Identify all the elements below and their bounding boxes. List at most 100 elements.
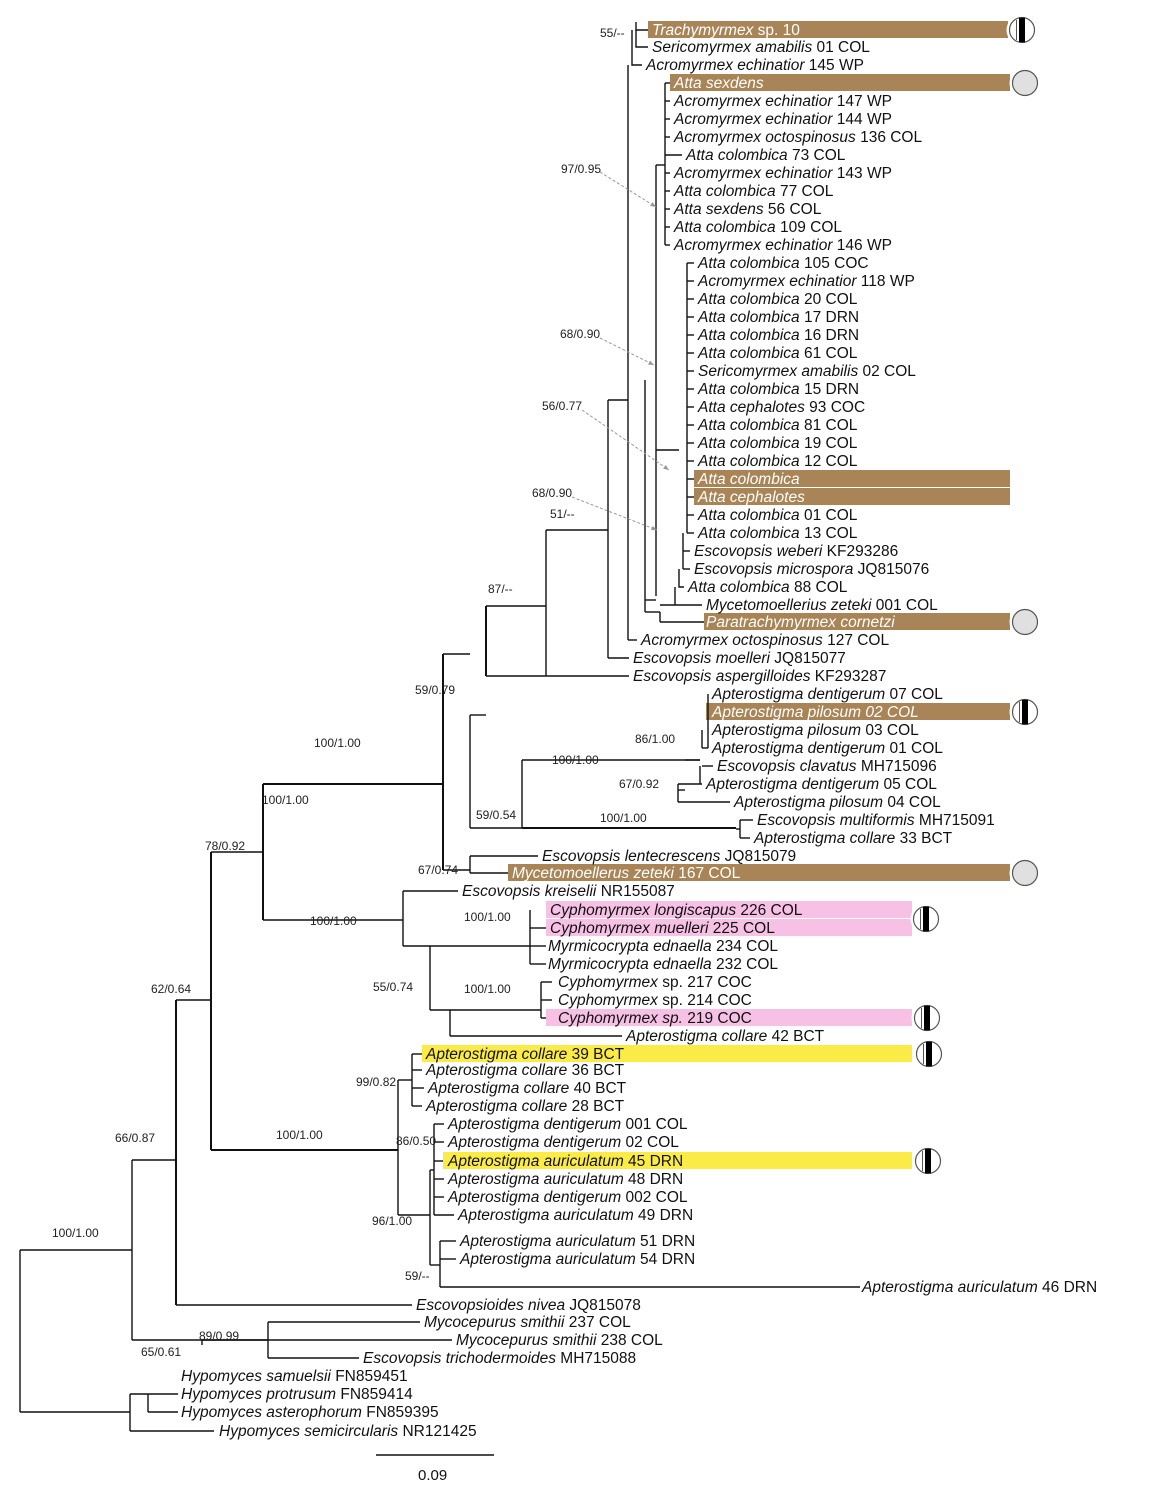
- support-value: 59/--: [405, 1269, 430, 1283]
- taxon-strain-code: 40 BCT: [569, 1080, 626, 1097]
- taxon-strain-code: 42 BCT: [767, 1028, 824, 1045]
- taxon-strain-code: 39 BCT: [567, 1046, 624, 1063]
- taxon-label: Apterostigma collare 42 BCT: [625, 1028, 825, 1045]
- taxon-genus-species: Apterostigma auriculatum: [447, 1153, 624, 1170]
- taxon-label: Escovopsis multiformis MH715091: [757, 812, 995, 829]
- taxon-genus-species: Acromyrmex octospinosus: [673, 129, 856, 146]
- support-value: 100/1.00: [276, 1128, 323, 1142]
- taxon-label: Apterostigma collare 39 BCT: [425, 1046, 625, 1063]
- taxon-label: Mycetomoellerius zeteki 001 COL: [706, 597, 938, 614]
- taxon-strain-code: 51 DRN: [636, 1233, 695, 1250]
- taxon-label: Escovopsioides nivea JQ815078: [416, 1297, 641, 1314]
- taxon-genus-species: Apterostigma auriculatum: [447, 1171, 624, 1188]
- taxon-genus-species: Escovopsis trichodermoides: [363, 1350, 556, 1367]
- taxon-label: Atta colombica 15 DRN: [697, 381, 859, 398]
- taxon-genus-species: Apterostigma auriculatum: [457, 1207, 634, 1224]
- taxon-genus-species: Acromyrmex echinatior: [673, 111, 833, 128]
- taxon-strain-code: 46 DRN: [1038, 1279, 1097, 1296]
- taxon-genus-species: Cyphomyrmex longiscapus: [550, 902, 736, 919]
- tree-branches: [19, 22, 860, 1432]
- support-value: 55/0.74: [373, 980, 413, 994]
- taxon-strain-code: 04 COL: [883, 794, 941, 811]
- support-value: 89/0.99: [199, 1329, 239, 1343]
- taxon-strain-code: FN859451: [331, 1368, 408, 1385]
- taxon-label: Apterostigma dentigerum 05 COL: [705, 776, 937, 793]
- taxon-label: Apterostigma pilosum 03 COL: [711, 722, 919, 739]
- taxon-label: Hypomyces asterophorum FN859395: [181, 1404, 439, 1421]
- taxon-strain-code: 02 COL: [621, 1134, 679, 1151]
- taxon-strain-code: 167 COL: [674, 865, 741, 882]
- taxon-genus-species: Atta colombica: [697, 417, 800, 434]
- taxon-label: Apterostigma auriculatum 46 DRN: [861, 1279, 1097, 1296]
- taxon-genus-species: Acromyrmex echinatior: [673, 165, 833, 182]
- taxon-label: Atta colombica 19 COL: [697, 435, 858, 452]
- taxon-genus-species: Atta cephalotes: [697, 399, 805, 416]
- taxon-genus-species: Atta colombica: [697, 381, 800, 398]
- support-value: 100/1.00: [464, 910, 511, 924]
- taxon-label: Cyphomyrmex muelleri 225 COL: [550, 920, 775, 937]
- tree-branch: [678, 569, 684, 588]
- support-value: 100/1.00: [52, 1226, 99, 1240]
- taxon-label: Atta cephalotes 93 COC: [697, 399, 865, 416]
- taxon-genus-species: Acromyrmex octospinosus: [640, 632, 823, 649]
- taxon-genus-species: Atta colombica: [697, 327, 800, 344]
- taxon-label: Apterostigma collare 36 BCT: [425, 1062, 625, 1079]
- taxon-strain-code: JQ815079: [720, 848, 796, 865]
- support-value: 59/0.79: [415, 683, 455, 697]
- taxon-genus-species: Escovopsis multiformis: [757, 812, 915, 829]
- taxon-label: Myrmicocrypta ednaella 234 COL: [548, 938, 778, 955]
- scale-bar: 0.09: [376, 1454, 494, 1484]
- taxon-genus-species: Atta colombica: [673, 183, 776, 200]
- taxon-strain-code: 77 COL: [776, 183, 834, 200]
- taxon-strain-code: 15 DRN: [800, 381, 859, 398]
- taxon-strain-code: 45 DRN: [624, 1153, 683, 1170]
- highlight-bar-pink: [546, 919, 912, 936]
- taxon-label: Acromyrmex octospinosus 136 COL: [673, 129, 922, 146]
- taxon-genus-species: Escovopsioides nivea: [416, 1297, 565, 1314]
- support-pointer-arrowhead: [651, 525, 657, 531]
- taxon-genus-species: Atta colombica: [697, 507, 800, 524]
- support-pointer-arrows: [571, 171, 670, 531]
- support-value: 100/1.00: [600, 811, 647, 825]
- taxon-genus-species: Apterostigma dentigerum: [447, 1134, 621, 1151]
- taxon-label: Acromyrmex echinatior 145 WP: [645, 57, 864, 74]
- taxon-strain-code: 145 WP: [805, 57, 864, 74]
- taxon-label: Apterostigma auriculatum 45 DRN: [447, 1153, 683, 1170]
- taxon-strain-code: 232 COL: [712, 956, 779, 973]
- highlight-bar-pink: [546, 901, 912, 918]
- taxon-strain-code: 54 DRN: [636, 1251, 695, 1268]
- taxon-genus-species: Escovopsis aspergilloides: [633, 668, 811, 685]
- taxon-strain-code: 13 COL: [800, 525, 858, 542]
- highlight-bar-brown: [670, 74, 1010, 91]
- taxon-genus-species: Atta colombica: [697, 345, 800, 362]
- support-value: 66/0.87: [115, 1131, 155, 1145]
- taxon-label: Escovopsis trichodermoides MH715088: [363, 1350, 636, 1367]
- taxon-label: Acromyrmex echinatior 144 WP: [673, 111, 892, 128]
- support-value: 62/0.64: [151, 982, 191, 996]
- support-value: 59/0.54: [476, 808, 516, 822]
- taxon-label: Acromyrmex echinatior 118 WP: [697, 273, 915, 290]
- taxon-label: Atta colombica 105 COC: [697, 255, 869, 272]
- taxon-strain-code: 002 COL: [621, 1189, 688, 1206]
- taxon-strain-code: sp. 10: [753, 22, 800, 39]
- highlight-bar-brown: [694, 488, 1010, 505]
- taxon-genus-species: Escovopsis kreiselii: [462, 883, 597, 900]
- support-value: 55/--: [600, 26, 625, 40]
- taxon-strain-code: 127 COL: [823, 632, 890, 649]
- taxon-strain-code: 01 COL: [885, 740, 943, 757]
- taxon-label: Escovopsis clavatus MH715096: [717, 758, 937, 775]
- taxon-genus-species: Atta colombica: [697, 471, 800, 488]
- taxon-strain-code: NR155087: [596, 883, 674, 900]
- support-pointer-arrowhead: [663, 464, 669, 470]
- taxon-strain-code: 237 COL: [564, 1314, 631, 1331]
- taxon-strain-code: sp. 217 COC: [658, 974, 752, 991]
- taxon-strain-code: FN859395: [362, 1404, 439, 1421]
- empty-circle-icon: [1009, 606, 1041, 638]
- highlight-bar-yellow: [422, 1045, 912, 1062]
- taxon-strain-code: 19 COL: [800, 435, 858, 452]
- highlight-bar-brown: [508, 864, 1010, 881]
- support-value: 100/1.00: [314, 736, 361, 750]
- taxon-label: Atta colombica 61 COL: [697, 345, 858, 362]
- taxon-label: Myrmicocrypta ednaella 232 COL: [548, 956, 778, 973]
- taxon-strain-code: 05 COL: [879, 776, 937, 793]
